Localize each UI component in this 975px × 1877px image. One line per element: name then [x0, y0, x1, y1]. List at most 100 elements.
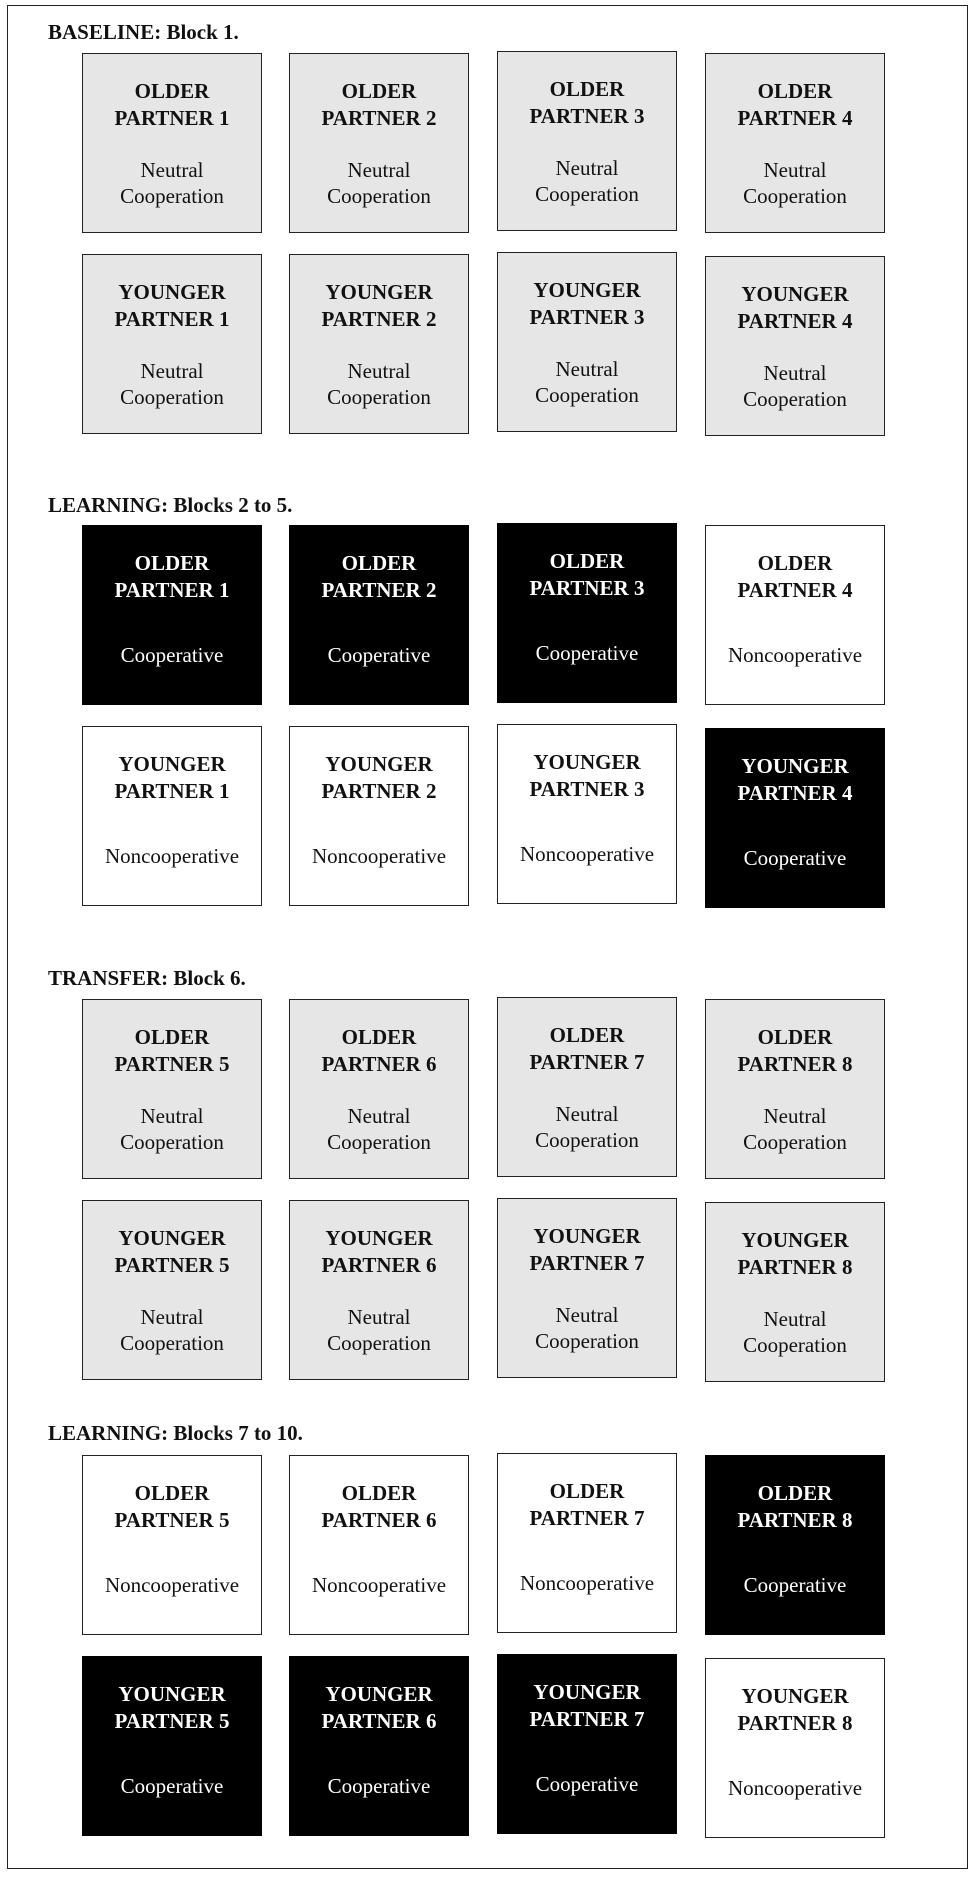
partner-id: PARTNER 7 — [529, 1707, 645, 1731]
partner-name: OLDER PARTNER 6 — [290, 1024, 468, 1078]
partner-group: YOUNGER — [325, 1226, 433, 1250]
partner-id: PARTNER 2 — [321, 578, 437, 602]
partner-id: PARTNER 7 — [529, 1506, 645, 1530]
partner-group: YOUNGER — [325, 1682, 433, 1706]
partner-group: OLDER — [341, 1481, 417, 1505]
partner-id: PARTNER 3 — [529, 104, 645, 128]
partner-id: PARTNER 3 — [529, 305, 645, 329]
partner-name: OLDER PARTNER 1 — [83, 78, 261, 132]
partner-id: PARTNER 3 — [529, 576, 645, 600]
partner-id: PARTNER 7 — [529, 1050, 645, 1074]
partner-status: Noncooperative — [104, 1573, 240, 1597]
partner-status: Cooperative — [743, 1573, 847, 1597]
partner-status: Noncooperative — [727, 1776, 863, 1800]
partner-id: PARTNER 5 — [114, 1253, 230, 1277]
partner-group: OLDER — [549, 1479, 625, 1503]
partner-group: YOUNGER — [118, 280, 226, 304]
partner-id: PARTNER 8 — [737, 1711, 853, 1735]
partner-group: OLDER — [757, 1025, 833, 1049]
partner-id: PARTNER 3 — [529, 777, 645, 801]
partner-id: PARTNER 2 — [321, 106, 437, 130]
partner-status: Noncooperative — [727, 643, 863, 667]
partner-status: Noncooperative — [519, 842, 655, 866]
partner-id: PARTNER 2 — [321, 779, 437, 803]
partner-id: PARTNER 6 — [321, 1052, 437, 1076]
partner-status: Cooperative — [535, 641, 639, 665]
partner-status: Noncooperative — [104, 844, 240, 868]
partner-name: OLDER PARTNER 7 — [498, 1478, 676, 1532]
partner-id: PARTNER 4 — [737, 106, 853, 130]
partner-group: YOUNGER — [118, 1682, 226, 1706]
partner-group: YOUNGER — [325, 280, 433, 304]
partner-group: YOUNGER — [741, 754, 849, 778]
partner-id: PARTNER 1 — [114, 106, 230, 130]
partner-group: YOUNGER — [533, 1680, 641, 1704]
partner-id: PARTNER 2 — [321, 307, 437, 331]
partner-name: YOUNGER PARTNER 8 — [706, 1683, 884, 1737]
partner-id: PARTNER 8 — [737, 1508, 853, 1532]
section-title-transfer: TRANSFER: Block 6. — [48, 966, 246, 990]
partner-group: OLDER — [549, 1023, 625, 1047]
partner-id: PARTNER 6 — [321, 1709, 437, 1733]
partner-name: OLDER PARTNER 1 — [83, 550, 261, 604]
partner-id: PARTNER 1 — [114, 307, 230, 331]
partner-status: Noncooperative — [311, 844, 447, 868]
partner-group: OLDER — [549, 77, 625, 101]
partner-group: YOUNGER — [741, 1684, 849, 1708]
partner-group: OLDER — [341, 1025, 417, 1049]
partner-name: OLDER PARTNER 3 — [498, 76, 676, 130]
partner-status: Cooperative — [327, 1774, 431, 1798]
partner-group: OLDER — [134, 551, 210, 575]
partner-group: OLDER — [757, 79, 833, 103]
partner-status: Cooperative — [535, 1772, 639, 1796]
partner-id: PARTNER 6 — [321, 1253, 437, 1277]
partner-name: YOUNGER PARTNER 6 — [290, 1681, 468, 1735]
partner-id: PARTNER 1 — [114, 578, 230, 602]
partner-box: YOUNGER PARTNER 7 Cooperative — [497, 1654, 677, 1834]
partner-status: Cooperative — [743, 846, 847, 870]
partner-group: OLDER — [134, 79, 210, 103]
partner-name: OLDER PARTNER 7 — [498, 1022, 676, 1076]
partner-status: Cooperative — [120, 1774, 224, 1798]
